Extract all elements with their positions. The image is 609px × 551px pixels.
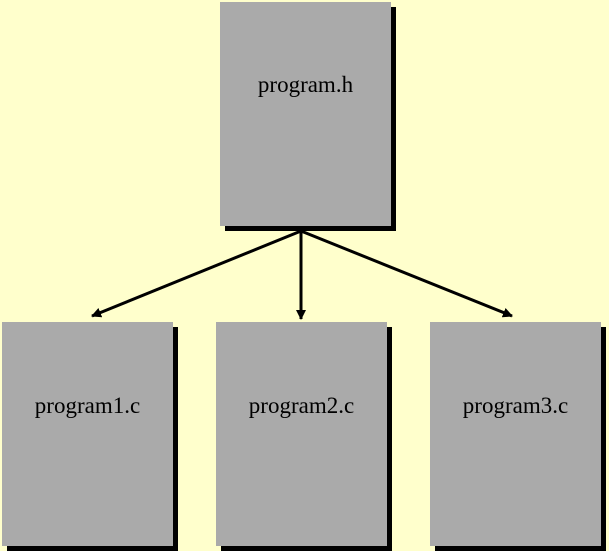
source-file-box-2: program2.c	[216, 322, 387, 546]
source-file-box-1: program1.c	[2, 322, 173, 546]
header-file-label: program.h	[257, 72, 354, 97]
arrow-to-program1	[91, 229, 302, 318]
arrow-to-program3	[300, 229, 513, 318]
source-file-label-2: program2.c	[248, 393, 355, 418]
source-file-label-1: program1.c	[34, 393, 141, 418]
header-file-box: program.h	[220, 2, 391, 226]
source-file-label-3: program3.c	[462, 393, 569, 418]
source-file-box-3: program3.c	[430, 322, 601, 546]
